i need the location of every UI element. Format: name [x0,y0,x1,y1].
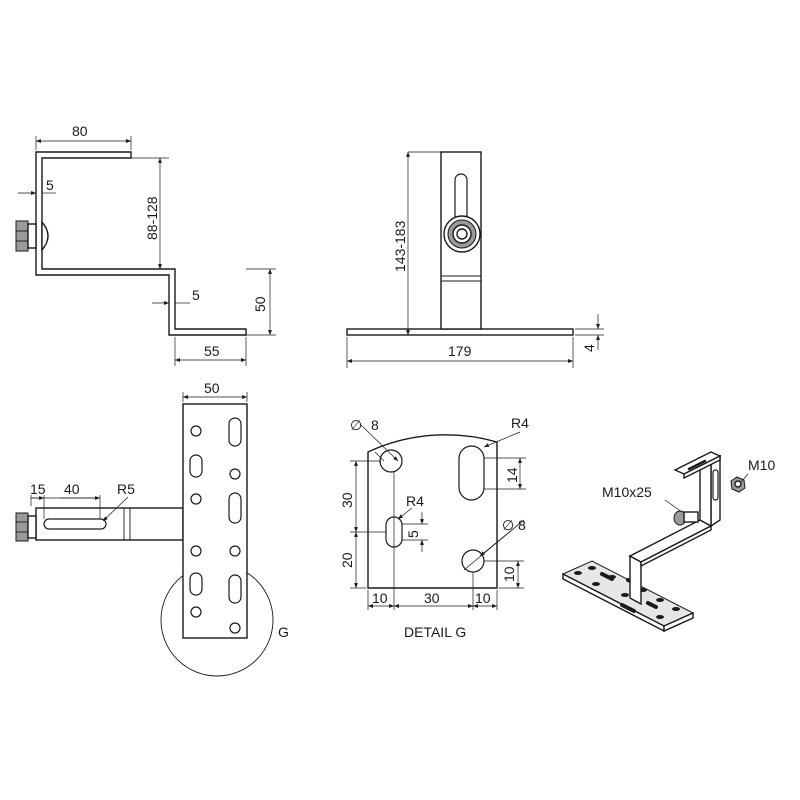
plan-dim-slot-offset: 15 [30,481,46,497]
detail-g-phi-top: ∅ [350,417,362,433]
iso-view: M10x25 M10 [561,451,775,633]
detail-g-dim-horizontal-middle: 30 [424,590,440,606]
detail-g-view: ∅ 8 R4 14 30 R4 5 20 ∅ 8 [339,415,529,640]
plan-view-holes [189,417,242,634]
detail-g-callout: G [278,624,289,640]
detail-g-dim-slot-radius-mid: R4 [406,493,424,509]
detail-g-dim-vertical-10: 10 [501,566,517,582]
plan-view: G 50 [15,380,289,677]
detail-g-dim-horizontal-left: 10 [372,590,388,606]
side-dim-thickness-top: 5 [46,177,54,193]
plan-dim-slot-length: 40 [64,481,80,497]
detail-g-dim-hole-top: 8 [371,417,379,433]
iso-label-bolt: M10x25 [602,484,652,500]
detail-g-phi-bottom: ∅ [502,517,514,533]
plan-view-bolt-head [15,512,37,542]
detail-g-dim-vertical-20: 20 [339,552,355,568]
front-dim-base-length: 179 [448,343,472,359]
front-dim-height-adjust: 143-183 [392,220,408,272]
front-view-washer-nut [443,215,481,253]
front-view-base-plate [346,328,574,336]
detail-g-dim-slot-width-mid: 5 [405,530,421,538]
iso-base-plate-top [561,560,695,627]
detail-g-title: DETAIL G [404,624,466,640]
side-dim-top-width: 80 [72,123,88,139]
detail-g-dim-horizontal-right: 10 [475,590,491,606]
detail-g-slot-top [458,445,485,501]
side-dim-foot-height: 50 [252,296,268,312]
plan-view-arm-slot [43,518,107,530]
detail-g-hole-top [379,449,403,473]
plan-dim-slot-radius: R5 [117,481,135,497]
front-view: 143-183 179 4 [346,151,604,368]
side-dim-height-adjust: 88-128 [144,196,160,240]
side-view-bracket-profile [35,151,247,336]
plan-dim-plate-width: 50 [204,380,220,396]
iso-arm [628,519,713,563]
iso-riser [629,554,642,606]
side-view-bolt-head [15,220,49,252]
iso-label-nut: M10 [748,457,775,473]
side-dim-thickness-bottom: 5 [192,287,200,303]
front-dim-base-thickness: 4 [581,344,597,352]
side-view: 80 5 88-128 5 50 55 [15,123,276,366]
side-dim-foot-length: 55 [204,343,220,359]
detail-g-dim-vertical-30: 30 [339,492,355,508]
detail-g-dim-hole-bottom: 8 [518,517,526,533]
detail-g-dim-slot-radius-top: R4 [511,415,529,431]
iso-nut [730,476,746,493]
detail-g-dim-slot-length-top: 14 [504,467,520,483]
